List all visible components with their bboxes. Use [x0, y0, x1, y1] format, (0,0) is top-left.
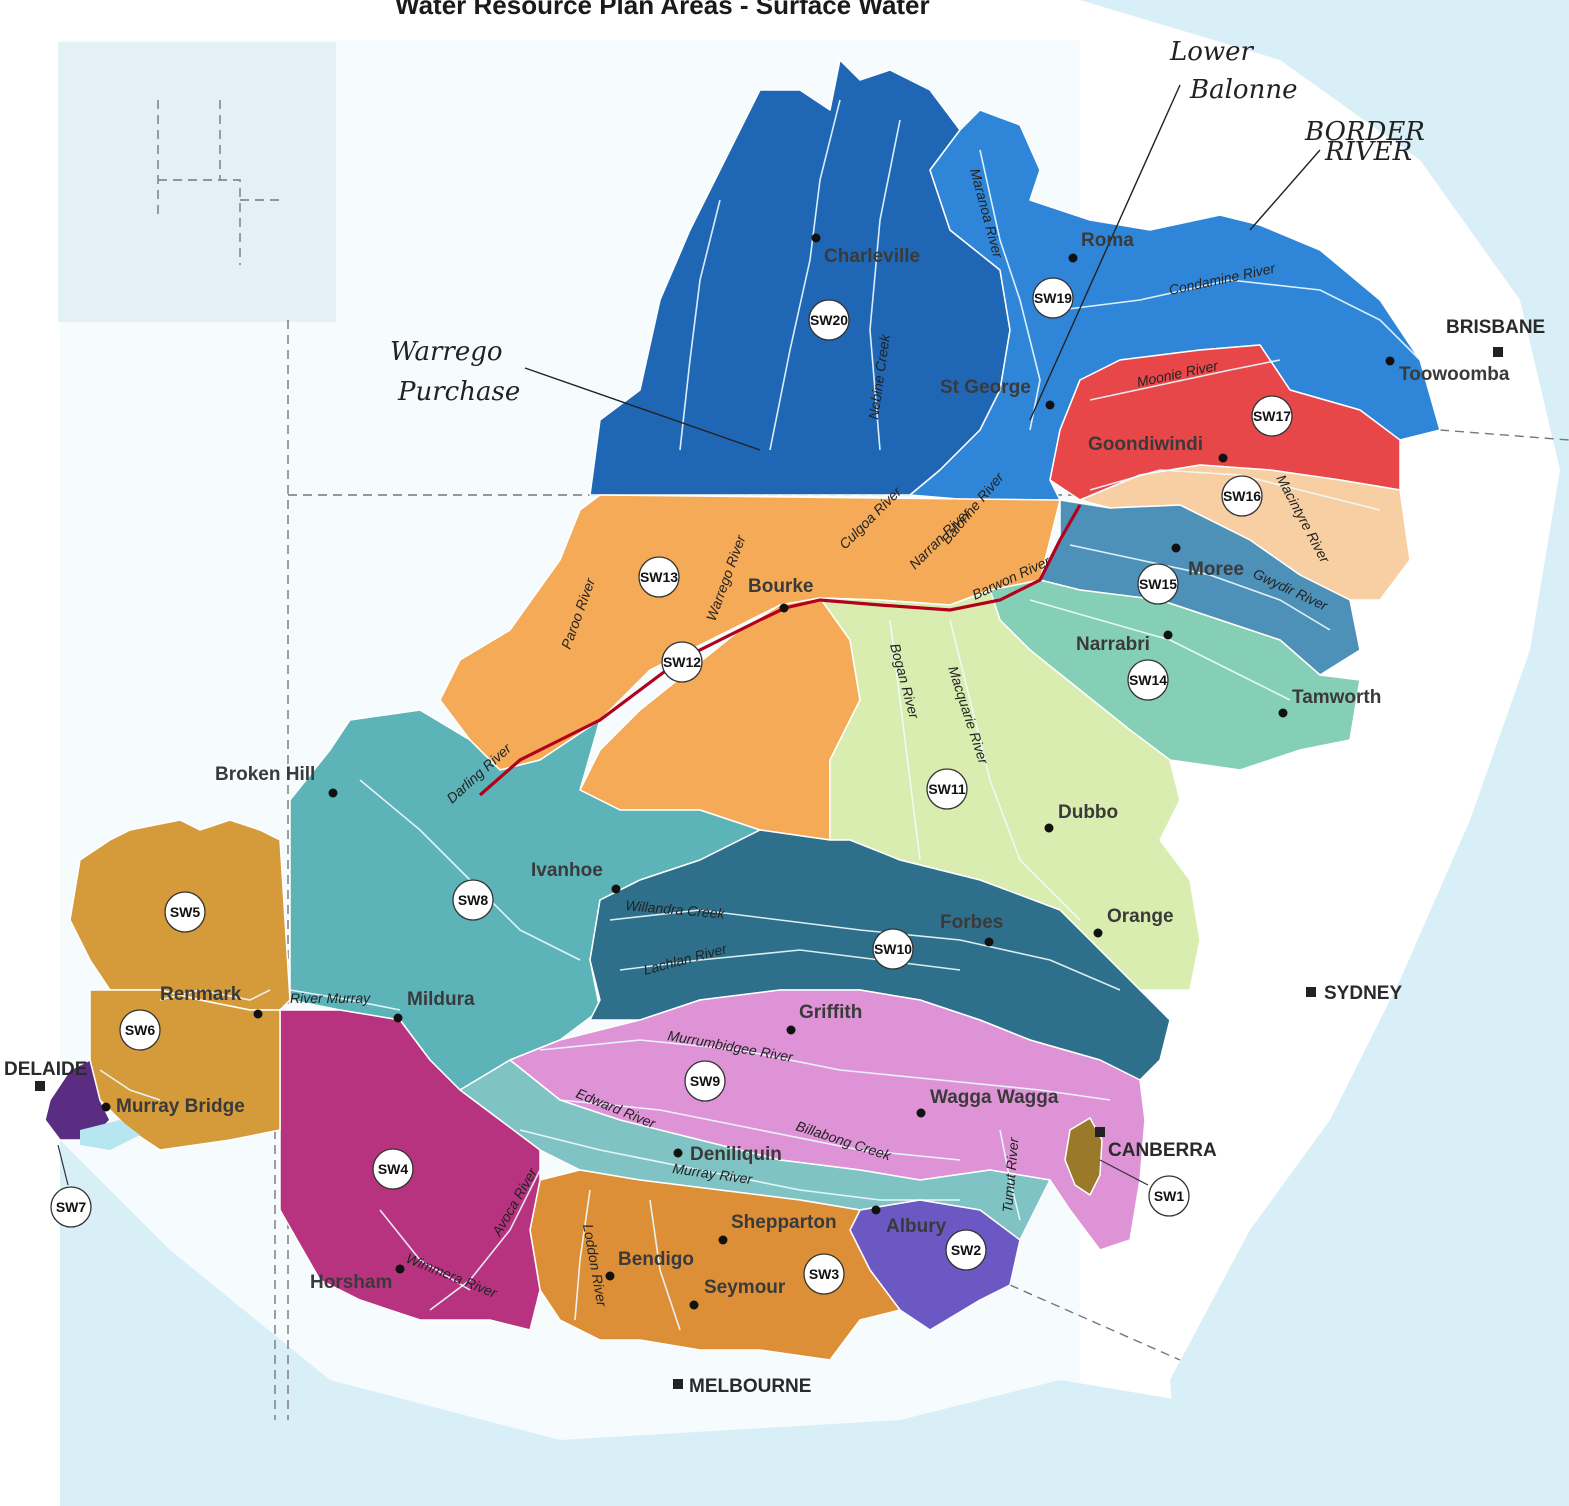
town-murray-bridge: Murray Bridge	[116, 1096, 245, 1117]
handwritten-balonne: Balonne	[1189, 75, 1297, 105]
map-title: Water Resource Plan Areas - Surface Wate…	[395, 0, 930, 20]
sw-label-sw14: SW14	[1129, 672, 1167, 688]
sw-label-sw20: SW20	[810, 312, 848, 328]
town-broken-hill: Broken Hill	[215, 764, 315, 785]
town-shepparton: Shepparton	[731, 1212, 837, 1233]
town-dubbo: Dubbo	[1058, 802, 1118, 823]
town-markers	[101, 233, 1395, 1310]
sw-label-sw7: SW7	[56, 1199, 87, 1215]
town-roma: Roma	[1081, 230, 1134, 251]
sw-badge-sw4	[372, 1148, 414, 1190]
town-bendigo: Bendigo	[618, 1249, 694, 1270]
sw-label-sw15: SW15	[1139, 576, 1177, 592]
sw-label-sw10: SW10	[874, 941, 912, 957]
sw-badge-sw8	[452, 879, 494, 921]
region-sw1	[1064, 1117, 1103, 1196]
sw-badge-sw17	[1251, 395, 1293, 437]
sw-label-sw12: SW12	[663, 654, 701, 670]
sw-badge-sw15	[1137, 563, 1179, 605]
sw-label-sw4: SW4	[378, 1161, 409, 1177]
sw-badge-sw14	[1127, 659, 1169, 701]
town-moree: Moree	[1188, 559, 1244, 580]
state-border-qld-coast	[1439, 429, 1569, 441]
sw-label-sw19: SW19	[1034, 290, 1072, 306]
sw-badge-sw10	[872, 928, 914, 970]
city-canberra: CANBERRA	[1108, 1140, 1217, 1161]
sw-badge-sw5	[164, 891, 206, 933]
sw-label-sw6: SW6	[125, 1022, 156, 1038]
sw-badge-sw7	[50, 1186, 92, 1228]
region-sw7	[44, 1059, 111, 1141]
sw-label-sw8: SW8	[458, 892, 489, 908]
town-tamworth: Tamworth	[1292, 687, 1381, 708]
town-seymour: Seymour	[704, 1277, 786, 1298]
sw-label-sw11: SW11	[928, 781, 966, 797]
sw1-pointer	[1099, 1159, 1149, 1186]
town-goondiwindi: Goondiwindi	[1088, 434, 1203, 455]
sw-label-sw13: SW13	[640, 569, 678, 585]
city-melbourne: MELBOURNE	[689, 1376, 811, 1397]
border-river-pointer	[1249, 149, 1321, 231]
city-markers	[35, 347, 1503, 1389]
inset-map	[58, 42, 336, 322]
sw-badge-sw2	[945, 1229, 987, 1271]
southern-sea	[60, 1140, 1200, 1506]
warrego-purchase-pointer	[524, 367, 761, 451]
state-border-nsw-vic	[1009, 1284, 1181, 1361]
town-renmark: Renmark	[160, 984, 242, 1005]
city-brisbane: BRISBANE	[1446, 317, 1545, 338]
town-toowoomba: Toowoomba	[1399, 364, 1510, 385]
town-bourke: Bourke	[748, 576, 813, 597]
sw-badge-sw6	[119, 1009, 161, 1051]
town-st-george: St George	[940, 377, 1031, 398]
town-deniliquin: Deniliquin	[690, 1144, 782, 1165]
lower-balonne-pointer	[1029, 84, 1181, 421]
handwritten-border: BORDER	[1304, 117, 1425, 147]
river-tumut: Tumut River	[999, 1136, 1022, 1214]
lake-alexandrina	[80, 1120, 140, 1150]
region-labels: SW1SW2SW3SW4SW5SW6SW7SW8SW9SW10SW11SW12S…	[50, 277, 1293, 1295]
sw-badge-sw11	[926, 768, 968, 810]
city-sydney: SYDNEY	[1324, 983, 1402, 1004]
sw-label-sw5: SW5	[170, 904, 201, 920]
town-forbes: Forbes	[940, 912, 1003, 933]
handwritten-river: RIVER	[1324, 137, 1412, 167]
inset-map-borders	[157, 100, 280, 265]
sw-badge-sw13	[638, 556, 680, 598]
sw-label-sw16: SW16	[1223, 488, 1261, 504]
river-murray-sa: River Murray	[290, 990, 371, 1006]
town-horsham: Horsham	[310, 1272, 392, 1293]
sw-label-sw17: SW17	[1253, 408, 1291, 424]
sw-label-sw9: SW9	[690, 1073, 721, 1089]
sw-badge-sw19	[1032, 277, 1074, 319]
town-ivanhoe: Ivanhoe	[531, 860, 603, 881]
sw-badge-sw16	[1221, 475, 1263, 517]
sw-badge-sw1	[1148, 1175, 1190, 1217]
sw-label-sw1: SW1	[1154, 1188, 1185, 1204]
city-adelaide: DELAIDE	[4, 1059, 87, 1080]
region-sw3	[529, 1169, 901, 1361]
handwritten-purchase: Purchase	[397, 377, 520, 407]
sw7-pointer	[57, 1144, 69, 1186]
town-charleville: Charleville	[824, 246, 920, 267]
town-orange: Orange	[1107, 906, 1174, 927]
sw-badge-sw3	[803, 1253, 845, 1295]
town-narrabri: Narrabri	[1076, 634, 1150, 655]
town-albury: Albury	[886, 1216, 947, 1237]
handwritten-lower: Lower	[1169, 37, 1255, 67]
sea-area	[1080, 0, 1569, 1506]
sw-badge-sw12	[661, 641, 703, 683]
handwritten-warrego: Warrego	[390, 337, 503, 367]
barwon-darling-river-line	[478, 504, 1082, 797]
sw-label-sw2: SW2	[951, 1242, 982, 1258]
town-wagga-wagga: Wagga Wagga	[930, 1087, 1059, 1108]
town-griffith: Griffith	[799, 1002, 862, 1023]
sw-badge-sw9	[684, 1060, 726, 1102]
town-mildura: Mildura	[407, 989, 475, 1010]
sw-label-sw3: SW3	[809, 1266, 840, 1282]
sw-badge-sw20	[808, 299, 850, 341]
